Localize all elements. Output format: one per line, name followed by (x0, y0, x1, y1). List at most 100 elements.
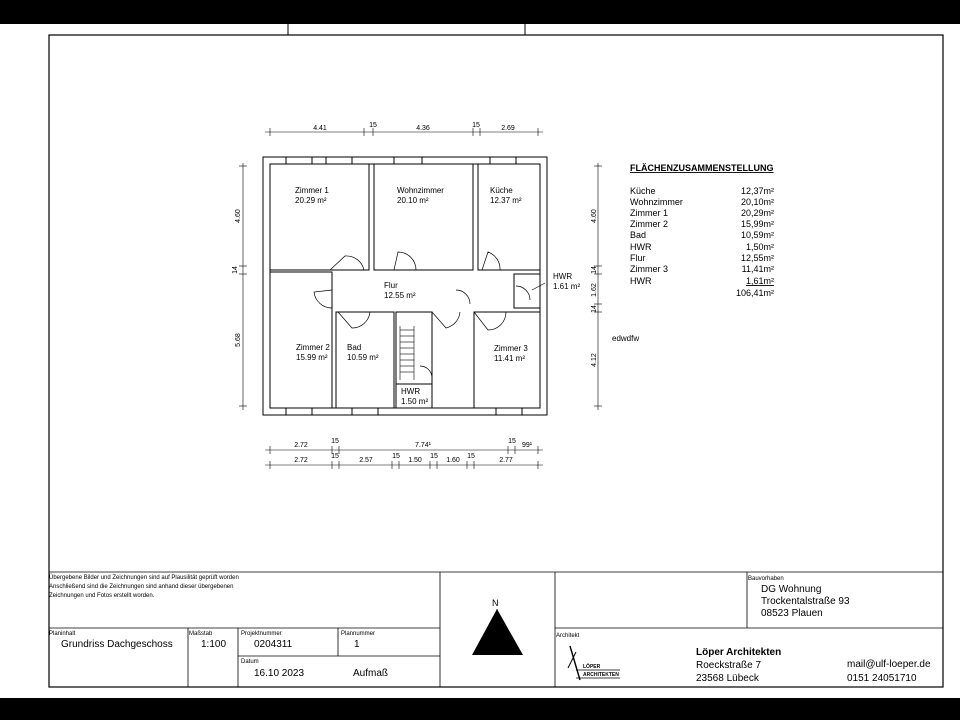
floor-plan-drawing: 4.41 15 4.36 15 2.69 4.60 14 5.68 4.60 1… (48, 24, 944, 688)
dim-bottom2-8: 15 (467, 453, 475, 460)
room-zimmer3-area: 11.41 m² (494, 354, 525, 363)
summary-row-value: 12,37m² (741, 186, 774, 196)
logo-text-1: LÖPER (583, 663, 601, 670)
dim-bottom1-3: 7.74¹ (415, 442, 432, 449)
disclaimer-line-2: Anschließend sind die Zeichnungen sind a… (49, 584, 233, 590)
planinhalt-value: Grundriss Dachgeschoss (61, 639, 173, 650)
dim-bottom1-5: 99¹ (522, 442, 533, 449)
summary-table: Küche 12,37m² Wohnzimmer 20,10m² Zimmer … (630, 186, 774, 298)
dim-right-3: 1.62 (591, 283, 598, 297)
dim-top-3: 4.36 (416, 125, 430, 132)
dim-bottom2-1: 2.72 (294, 457, 308, 464)
summary-row-value: 20,10m² (741, 197, 774, 207)
room-wohnzimmer-name: Wohnzimmer (397, 186, 444, 195)
bauvorhaben-line-3: 08523 Plauen (761, 608, 823, 619)
disclaimer-line-1: Übergebene Bilder und Zeichnungen sind a… (49, 574, 239, 581)
room-bad-name: Bad (347, 343, 361, 352)
art-value: Aufmaß (353, 668, 388, 679)
massstab-value: 1:100 (201, 639, 226, 650)
firm-street: Roeckstraße 7 (696, 660, 761, 671)
room-zimmer1-name: Zimmer 1 (295, 186, 329, 195)
dim-top-1: 4.41 (313, 125, 327, 132)
room-zimmer3-name: Zimmer 3 (494, 344, 528, 353)
firm-phone: 0151 24051710 (847, 673, 917, 684)
bauvorhaben-label: Bauvorhaben (748, 576, 784, 582)
bauvorhaben-line-2: Trockentalstraße 93 (761, 596, 850, 607)
room-hwr1-area: 1.61 m² (553, 282, 580, 291)
projektnummer-value: 0204311 (254, 639, 293, 650)
room-zimmer2-area: 15.99 m² (296, 353, 328, 362)
logo-text-2: ARCHITEKTEN (583, 672, 619, 678)
room-hwr1-name: HWR (553, 272, 572, 281)
summary-row-value: 1,61m² (746, 276, 774, 286)
dim-left-2: 14 (232, 266, 239, 274)
title-block (49, 571, 943, 687)
summary-row-name: Zimmer 1 (630, 208, 668, 218)
summary-row-name: Wohnzimmer (630, 197, 683, 207)
drawing-sheet: 4.41 15 4.36 15 2.69 4.60 14 5.68 4.60 1… (0, 24, 960, 698)
summary-row-value: 20,29m² (741, 208, 774, 218)
dim-bottom2-6: 15 (430, 453, 438, 460)
dim-left-1: 4.60 (235, 209, 242, 223)
summary-row-value: 15,99m² (741, 219, 774, 229)
plannummer-value: 1 (354, 639, 360, 650)
firm-city: 23568 Lübeck (696, 673, 760, 684)
summary-row-value: 10,59m² (741, 230, 774, 240)
datum-value: 16.10 2023 (254, 668, 304, 679)
firm-name: Löper Architekten (696, 647, 781, 658)
dim-top-5: 2.69 (501, 125, 515, 132)
dim-bottom1-4: 15 (508, 438, 516, 445)
north-arrow-icon (472, 609, 523, 655)
dim-bottom2-9: 2.77 (499, 457, 513, 464)
room-flur-area: 12.55 m² (384, 291, 416, 300)
plannummer-label: Plannummer (341, 631, 375, 637)
room-labels: Zimmer 1 20.29 m² Wohnzimmer 20.10 m² Kü… (295, 186, 580, 406)
firm-email: mail@ulf-loeper.de (847, 659, 931, 670)
dim-bottom2-7: 1.60 (446, 457, 460, 464)
summary-row-name: Küche (630, 186, 656, 196)
disclaimer-line-3: Zeichnungen und Fotos erstellt worden. (49, 593, 155, 599)
dim-bottom1-2: 15 (331, 438, 339, 445)
dim-bottom2-5: 1.50 (408, 457, 422, 464)
summary-row-name: HWR (630, 242, 652, 252)
summary-total: 106,41m² (736, 288, 774, 298)
walls (262, 156, 548, 416)
north-label: N (492, 598, 499, 608)
room-hwr2-name: HWR (401, 387, 420, 396)
sheet-frame (48, 34, 944, 688)
door-swings (313, 251, 531, 379)
dim-bottom2-3: 2.57 (359, 457, 373, 464)
architect-logo: LÖPER ARCHITEKTEN (567, 645, 620, 681)
room-flur-name: Flur (384, 281, 398, 290)
bauvorhaben-line-1: DG Wohnung (761, 584, 821, 595)
dim-bottom2-2: 15 (331, 453, 339, 460)
room-zimmer2-name: Zimmer 2 (296, 343, 330, 352)
staircase (399, 326, 415, 380)
dim-top-4: 15 (472, 122, 480, 129)
planinhalt-label: Planinhalt (49, 631, 76, 637)
datum-label: Datum (241, 659, 259, 665)
summary-row-value: 12,55m² (741, 253, 774, 263)
dim-left-3: 5.68 (235, 333, 242, 347)
summary-row-value: 11,41m² (742, 264, 774, 274)
room-wohnzimmer-area: 20.10 m² (397, 196, 429, 205)
summary-row-value: 1,50m² (746, 242, 774, 252)
dim-top-2: 15 (369, 122, 377, 129)
summary-row-name: Zimmer 2 (630, 219, 668, 229)
architekt-label: Architekt (556, 633, 580, 639)
dim-right-2: 14 (591, 266, 598, 274)
summary-row-name: Zimmer 3 (630, 264, 668, 274)
room-zimmer1-area: 20.29 m² (295, 196, 327, 205)
projektnummer-label: Projektnummer (241, 631, 282, 637)
dim-bottom2-4: 15 (392, 453, 400, 460)
summary-row-name: Flur (630, 253, 646, 263)
room-kueche-name: Küche (490, 186, 513, 195)
room-kueche-area: 12.37 m² (490, 196, 522, 205)
dim-right-1: 4.60 (591, 209, 598, 223)
summary-row-name: Bad (630, 230, 646, 240)
summary-row-name: HWR (630, 276, 652, 286)
dim-right-4: 14 (591, 305, 598, 313)
massstab-label: Maßstab (189, 631, 213, 637)
room-bad-area: 10.59 m² (347, 353, 379, 362)
dim-right-5: 4.12 (591, 353, 598, 367)
